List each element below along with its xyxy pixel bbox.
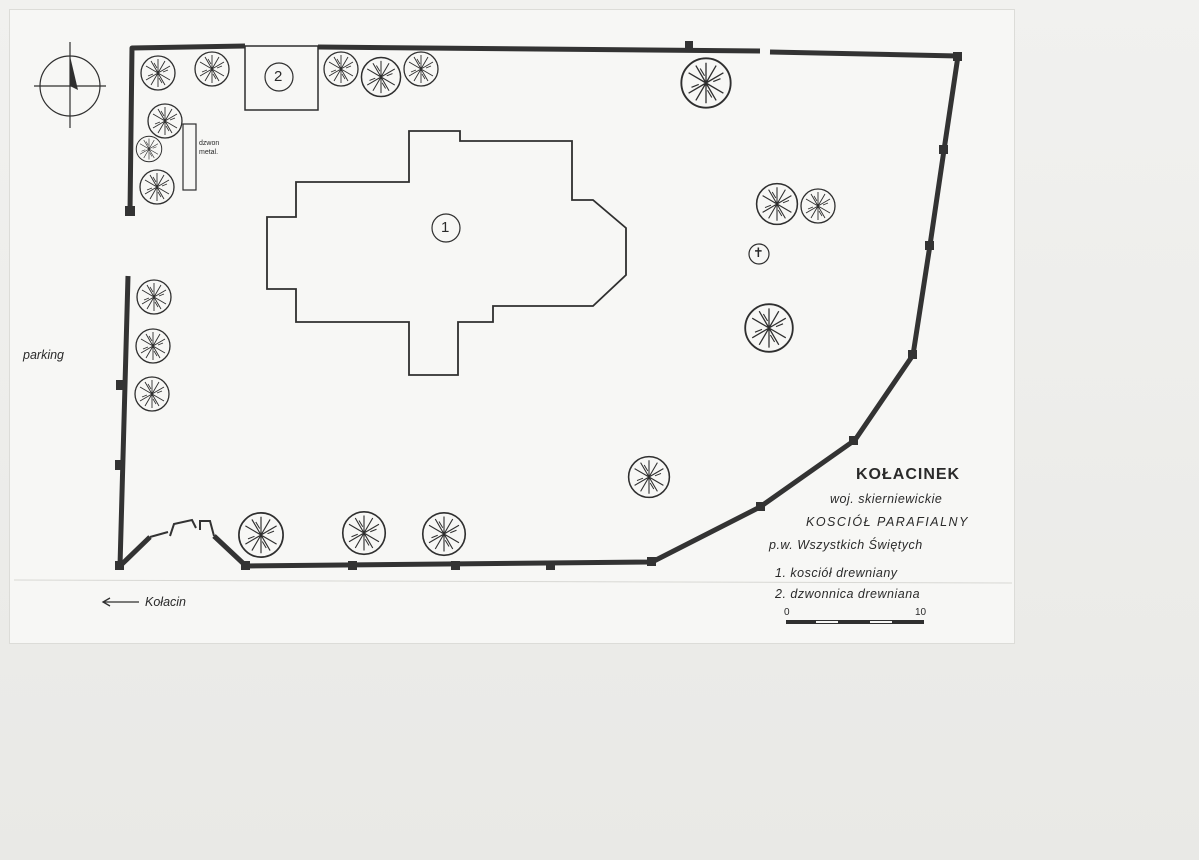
legend-item-1: 1. kosciół drewniany bbox=[775, 566, 898, 580]
map-sheet bbox=[10, 10, 1014, 643]
trees bbox=[134, 51, 836, 558]
church-marker: 1 bbox=[441, 219, 450, 236]
tree-icon bbox=[140, 55, 176, 91]
tree-icon bbox=[135, 135, 163, 163]
bell-frame bbox=[182, 123, 197, 191]
province-label: woj. skierniewickie bbox=[830, 492, 943, 506]
bell-tower-marker-ring bbox=[264, 62, 294, 92]
tree-icon bbox=[238, 512, 284, 558]
tree-icon bbox=[135, 328, 171, 364]
arrow-left-icon bbox=[101, 597, 139, 607]
direction-label: Kołacin bbox=[145, 595, 186, 609]
map-title: KOŁACINEK bbox=[856, 466, 961, 483]
tree-icon bbox=[360, 56, 402, 98]
fence-posts bbox=[115, 41, 962, 570]
tree-icon bbox=[627, 455, 671, 499]
gate bbox=[149, 518, 215, 538]
bell-label-line1: dzwon bbox=[199, 140, 220, 147]
tree-icon bbox=[323, 51, 359, 87]
scale-max-label: 10 bbox=[915, 607, 927, 618]
tree-icon bbox=[147, 103, 183, 139]
tree-icon bbox=[800, 188, 836, 224]
tree-icon bbox=[744, 303, 794, 353]
tree-icon bbox=[341, 510, 387, 556]
tree-icon bbox=[403, 51, 439, 87]
dedication-label: p.w. Wszystkich Świętych bbox=[769, 538, 923, 552]
tree-icon bbox=[680, 57, 732, 109]
scale-bar bbox=[786, 620, 924, 624]
bell-label-line2: metal. bbox=[199, 149, 219, 156]
bell-tower-outline bbox=[244, 45, 319, 111]
tree-icon bbox=[139, 169, 175, 205]
church-outline bbox=[266, 130, 627, 376]
north-arrow-icon bbox=[34, 42, 106, 128]
church-marker-ring bbox=[431, 213, 461, 243]
scale-min-label: 0 bbox=[784, 607, 790, 618]
bell-tower-marker: 2 bbox=[274, 68, 283, 85]
church-label: KOSCIÓŁ PARAFIALNY bbox=[806, 515, 969, 529]
tree-icon bbox=[136, 279, 172, 315]
legend-item-2: 2. dzwonnica drewniana bbox=[775, 587, 921, 601]
road-edge bbox=[13, 579, 1013, 584]
cross-marker-ring bbox=[748, 243, 770, 265]
tree-icon bbox=[134, 376, 170, 412]
tree-icon bbox=[421, 511, 467, 557]
cross-icon: ✝ bbox=[753, 245, 764, 260]
tree-icon bbox=[755, 182, 799, 226]
tree-icon bbox=[194, 51, 230, 87]
parking-label: parking bbox=[23, 348, 64, 362]
